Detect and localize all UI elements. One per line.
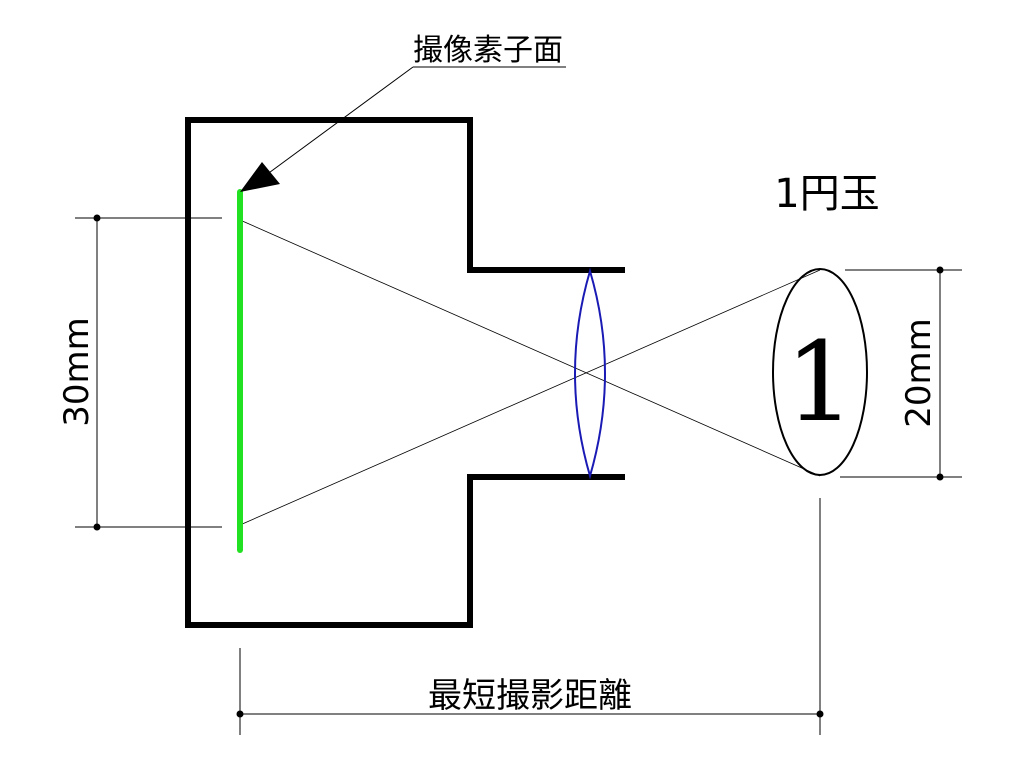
coin-face-label: 1 xyxy=(785,318,855,446)
coin-diameter-dimension xyxy=(840,266,962,481)
min-focus-distance-label: 最短撮影距離 xyxy=(428,676,632,716)
coin-diameter-label: 20mm xyxy=(899,318,939,428)
lens xyxy=(574,267,606,480)
leader-line xyxy=(261,66,414,179)
min-focus-distance-dimension xyxy=(236,498,824,735)
coin-outline xyxy=(772,268,868,476)
ray-line-top xyxy=(239,219,821,477)
sensor-height-dimension xyxy=(75,214,222,531)
camera-body-outline xyxy=(185,117,625,628)
sensor-height-label: 30mm xyxy=(57,317,97,427)
ray-line-bottom xyxy=(239,269,821,526)
arrowhead-icon xyxy=(240,162,280,192)
coin-label: 1円玉 xyxy=(774,171,879,217)
sensor-plane-label: 撮像素子面 xyxy=(413,33,563,68)
